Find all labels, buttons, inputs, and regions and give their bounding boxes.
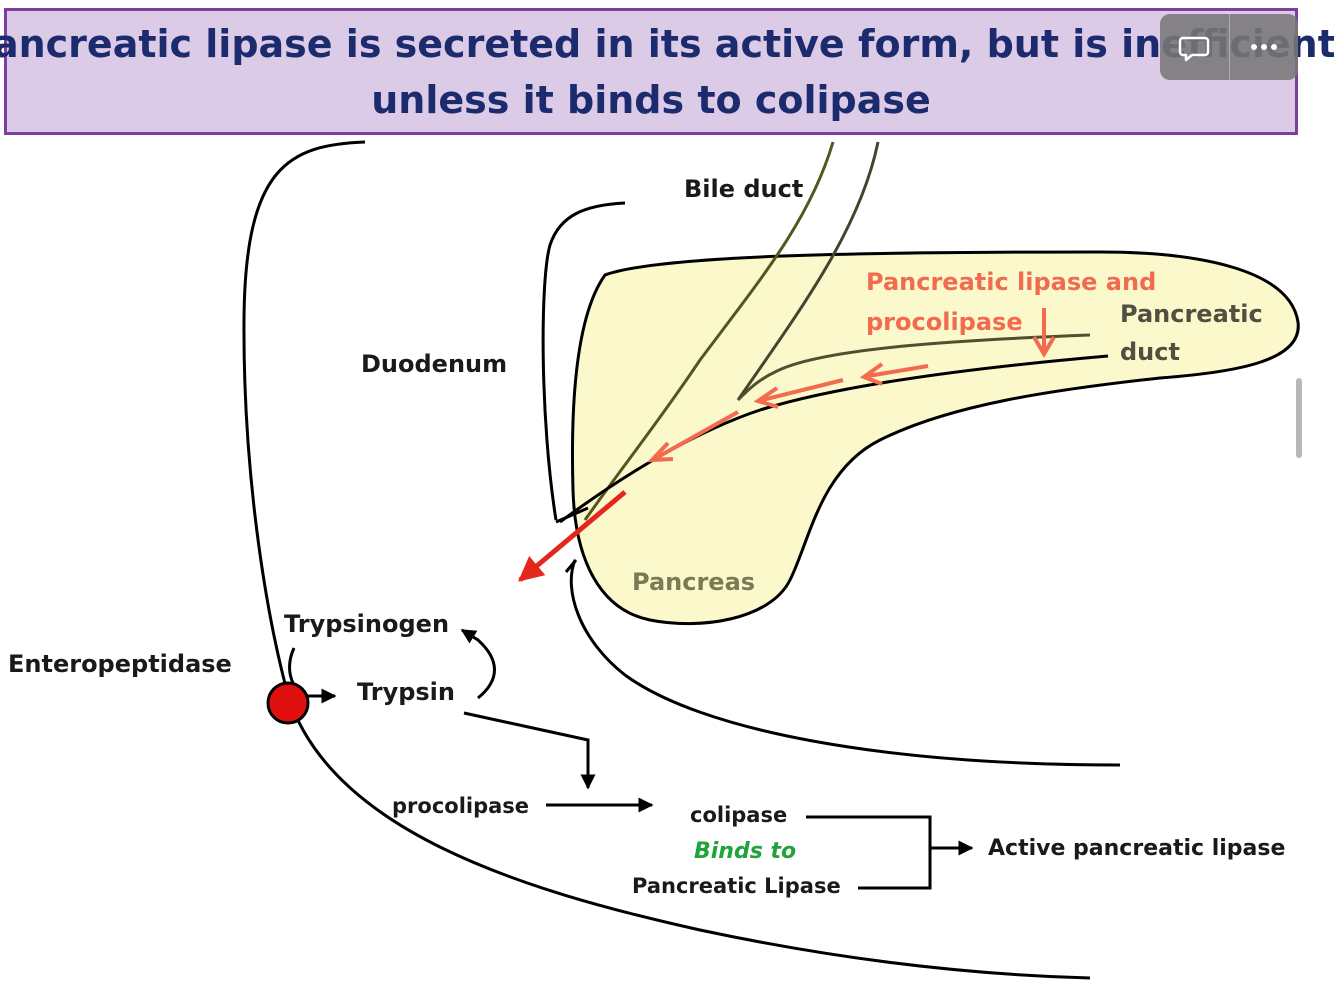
bile-duct-left-wall: [583, 141, 835, 521]
pancreatic-duct-label-line-1: Pancreatic: [1120, 300, 1263, 328]
trypsin-cleavage-arrow: [463, 711, 596, 790]
overlay-toolbar: [1160, 14, 1298, 80]
pancreatic-lipase-label: Pancreatic Lipase: [632, 874, 841, 898]
trypsin-label: Trypsin: [357, 678, 455, 706]
enteropeptidase-dot: [266, 681, 310, 725]
binds-to-label: Binds to: [694, 839, 796, 864]
trypsinogen-label: Trypsinogen: [284, 610, 449, 638]
more-options-button[interactable]: [1228, 14, 1299, 80]
bile-duct-right-wall: [736, 141, 880, 401]
autoactivation-arrow: [460, 628, 496, 700]
procolipase-label: procolipase: [392, 794, 529, 818]
scrollbar-thumb[interactable]: [1296, 378, 1302, 458]
pancreatic-duct-label-line-2: duct: [1120, 338, 1180, 366]
active-lipase-label: Active pancreatic lipase: [988, 836, 1285, 861]
secretion-label-line-2: procolipase: [866, 308, 1023, 336]
more-options-icon: [1250, 44, 1277, 50]
colipase-label: colipase: [690, 803, 787, 827]
duodenum-lower-connector: [564, 559, 578, 573]
pancreatic-duct-lower-wall: [559, 354, 1109, 524]
title-line-2: unless it binds to colipase: [371, 77, 931, 122]
title-line-1: Pancreatic lipase is secreted in its act…: [0, 21, 1334, 66]
duodenum-lower-wall: [569, 559, 1121, 767]
pancreas-label: Pancreas: [632, 568, 755, 596]
binding-bracket: [806, 815, 932, 890]
duodenum-label: Duodenum: [361, 350, 507, 378]
pancreas-shape: [570, 250, 1300, 626]
intestine-outer-wall: [242, 140, 1091, 980]
enteropeptidase-label: Enteropeptidase: [8, 650, 232, 678]
bile-duct-label: Bile duct: [684, 175, 803, 203]
exit-arrow: [518, 490, 627, 582]
title-banner: Pancreatic lipase is secreted in its act…: [0, 8, 1334, 135]
chat-bubble-icon: [1179, 36, 1210, 62]
secretion-label-line-1: Pancreatic lipase and: [866, 268, 1156, 296]
secretion-arrows: [647, 308, 1056, 463]
duodenum-inner-wall: [541, 201, 626, 521]
comment-button[interactable]: [1160, 14, 1229, 80]
pancreatic-duct-upper-wall: [736, 333, 1091, 402]
